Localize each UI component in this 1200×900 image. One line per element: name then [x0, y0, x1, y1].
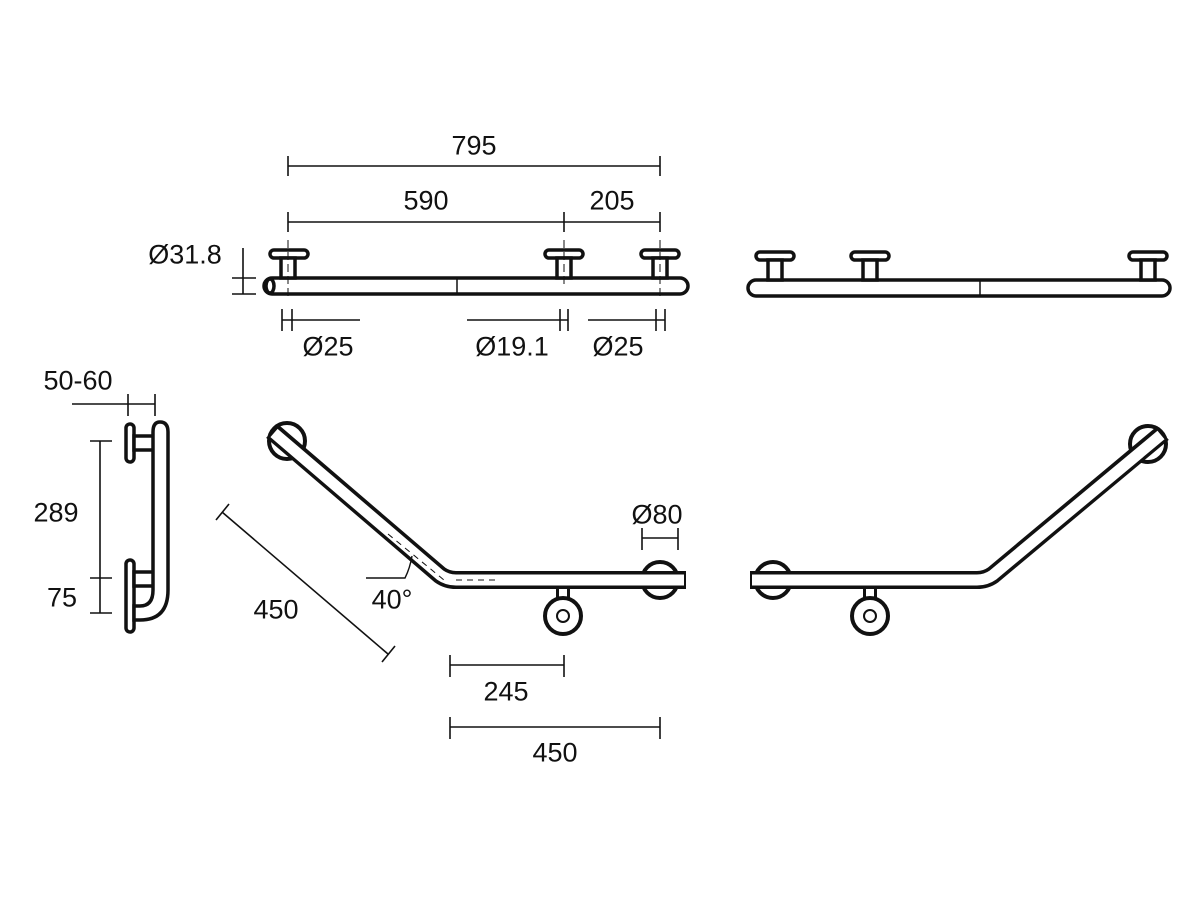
label-left-flange-diameter: Ø25 — [302, 331, 354, 362]
dimension-rosette-80 — [641, 528, 679, 550]
label-angle: 40° — [371, 584, 413, 615]
label-flange-spacing: 590 — [403, 185, 449, 216]
label-support-offset: 245 — [483, 676, 529, 707]
dimension-289-75 — [90, 440, 112, 614]
flange-diameter-dims — [281, 309, 666, 331]
dimension-795 — [287, 156, 661, 176]
label-horizontal-length: 450 — [532, 737, 578, 768]
dimension-245 — [449, 655, 565, 677]
top-view-rail — [262, 248, 690, 296]
label-wall-offset: 50-60 — [43, 365, 113, 396]
top-view-rail-mirrored — [746, 250, 1172, 298]
label-tube-diameter: Ø31.8 — [148, 239, 222, 270]
front-view-rail — [266, 421, 686, 636]
dimension-590-205 — [287, 212, 661, 232]
label-lower-height: 75 — [46, 582, 78, 613]
label-overall-length: 795 — [451, 130, 497, 161]
label-end-spacing: 205 — [589, 185, 635, 216]
label-mid-flange-diameter: Ø19.1 — [475, 331, 549, 362]
label-diagonal-length: 450 — [253, 594, 299, 625]
dimension-50-60 — [72, 394, 156, 416]
label-rosette-diameter: Ø80 — [631, 499, 683, 530]
label-vertical-height: 289 — [33, 497, 79, 528]
label-right-flange-diameter: Ø25 — [592, 331, 644, 362]
dimension-diameter-31-8 — [232, 248, 256, 295]
side-view-rail — [124, 420, 170, 634]
dimension-horizontal-450 — [449, 717, 661, 739]
dimension-diagonal-450 — [215, 503, 396, 663]
front-view-rail-mirrored — [750, 424, 1169, 636]
centerlines — [287, 240, 661, 300]
